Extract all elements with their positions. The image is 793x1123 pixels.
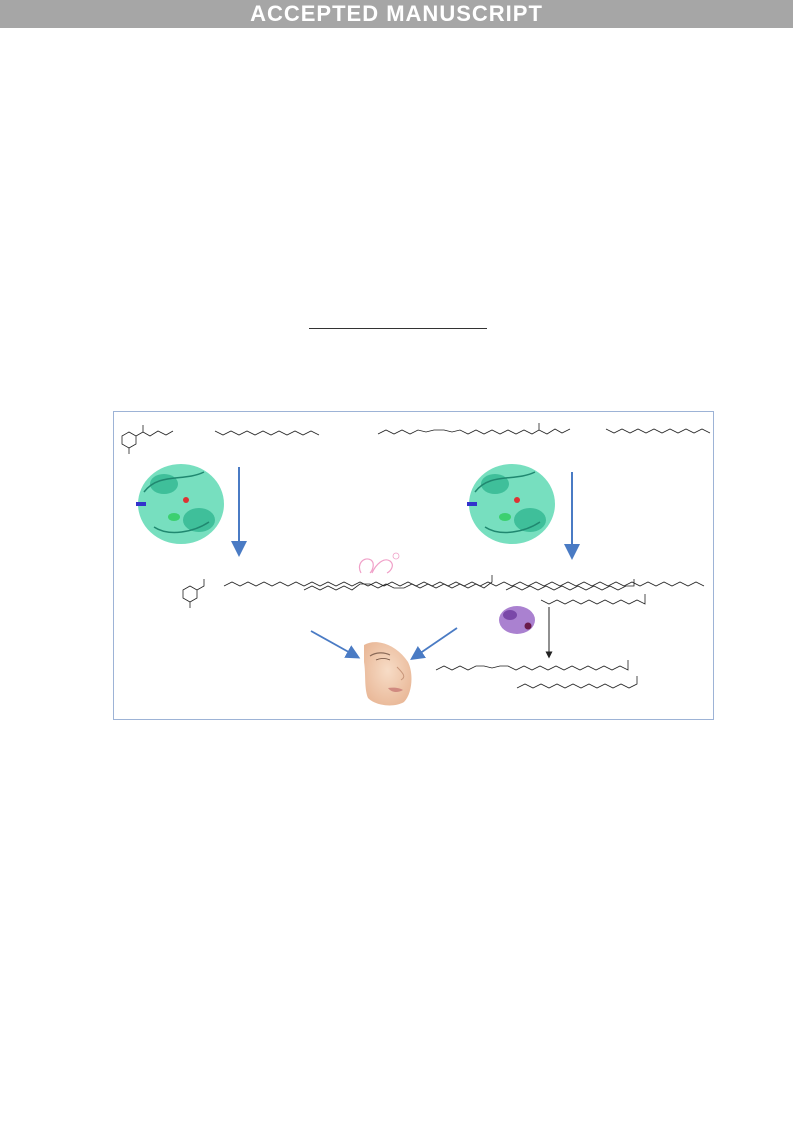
- product-molecules: [182, 575, 705, 608]
- arrow-to-face-right: [410, 627, 458, 661]
- lipase-protein-icon-left: [136, 464, 224, 544]
- lower-product-molecules: [435, 660, 638, 689]
- lipase-protein-icon-right: [467, 464, 555, 544]
- top-right-molecule: [377, 423, 711, 435]
- graphical-abstract: [113, 411, 714, 720]
- top-left-molecule: [121, 425, 320, 454]
- banner-text: ACCEPTED MANUSCRIPT: [250, 1, 543, 26]
- underline-rule: [309, 328, 487, 329]
- graphical-abstract-svg: [121, 423, 711, 706]
- oxidase-protein-icon: [499, 606, 535, 634]
- accepted-manuscript-banner: ACCEPTED MANUSCRIPT: [0, 0, 793, 28]
- face-icon: [364, 642, 412, 706]
- arrow-to-face-left: [310, 630, 361, 659]
- omega-symbol-icon: [358, 552, 400, 574]
- right-chain-molecule: [540, 594, 646, 605]
